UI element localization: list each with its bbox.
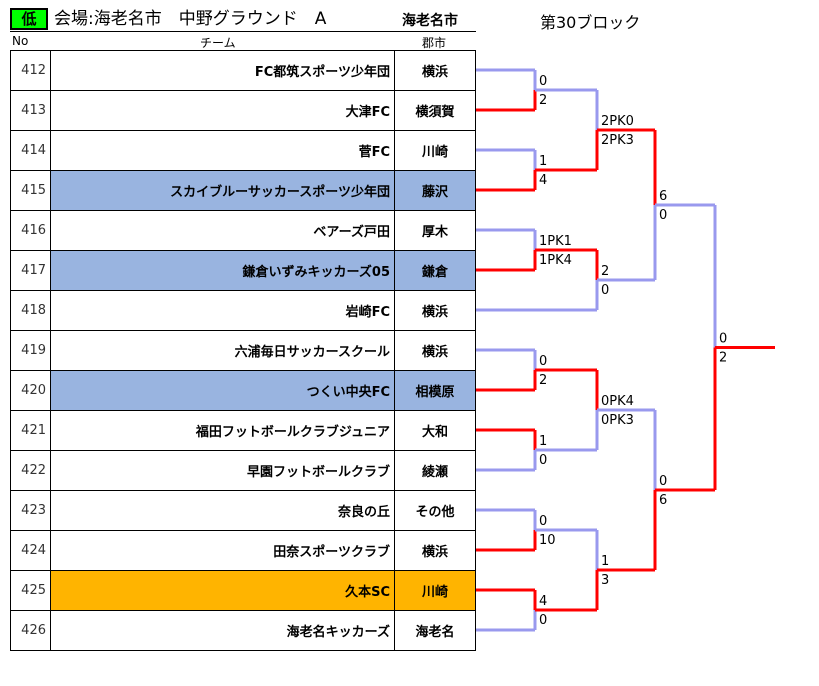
team-name: 鎌倉いずみキッカーズ05	[50, 250, 395, 291]
score-bottom: 2PK3	[601, 133, 634, 148]
column-header-no: No	[12, 34, 29, 48]
score-top: 1	[601, 554, 609, 569]
column-header-team: チーム	[200, 36, 236, 50]
score-top: 0	[539, 514, 547, 529]
team-name: つくい中央FC	[50, 370, 395, 411]
score-bottom: 1PK4	[539, 253, 572, 268]
team-city: 大和	[394, 410, 476, 451]
team-city: 厚木	[394, 210, 476, 251]
score-top: 2	[601, 264, 609, 279]
block-title: 第30ブロック	[540, 13, 641, 32]
score-top: 0	[539, 354, 547, 369]
score-top: 4	[539, 594, 547, 609]
score-bottom: 0	[539, 453, 547, 468]
score-top: 1	[539, 154, 547, 169]
score-top: 0	[539, 74, 547, 89]
team-city: 海老名	[394, 610, 476, 651]
team-name: 奈良の丘	[50, 490, 395, 531]
score-bottom: 0	[539, 613, 547, 628]
score-bottom: 3	[601, 573, 609, 588]
score-top: 0PK4	[601, 394, 634, 409]
score-top: 0	[659, 474, 667, 489]
header-divider	[10, 31, 476, 32]
team-name: ベアーズ戸田	[50, 210, 395, 251]
team-city: その他	[394, 490, 476, 531]
team-name: 六浦毎日サッカースクール	[50, 330, 395, 371]
team-number: 426	[10, 610, 51, 651]
team-number: 416	[10, 210, 51, 251]
score-bottom: 2	[539, 373, 547, 388]
score-bottom: 0	[659, 208, 667, 223]
team-city: 横浜	[394, 50, 476, 91]
level-badge: 低	[10, 8, 48, 30]
venue-city: 海老名市	[402, 13, 458, 29]
team-city: 川崎	[394, 570, 476, 611]
team-name: 大津FC	[50, 90, 395, 131]
score-top: 0	[719, 332, 727, 347]
team-city: 藤沢	[394, 170, 476, 211]
team-number: 419	[10, 330, 51, 371]
score-bottom: 0PK3	[601, 413, 634, 428]
team-number: 418	[10, 290, 51, 331]
team-city: 鎌倉	[394, 250, 476, 291]
score-bottom: 10	[539, 533, 556, 548]
score-top: 6	[659, 189, 667, 204]
team-number: 412	[10, 50, 51, 91]
score-bottom: 4	[539, 173, 547, 188]
venue-title: 会場:海老名市 中野グラウンド A	[54, 9, 327, 29]
team-number: 414	[10, 130, 51, 171]
score-top: 2PK0	[601, 114, 634, 129]
score-top: 1	[539, 434, 547, 449]
score-bottom: 2	[719, 351, 727, 366]
team-name: 久本SC	[50, 570, 395, 611]
team-name: 福田フットボールクラブジュニア	[50, 410, 395, 451]
score-bottom: 0	[601, 283, 609, 298]
team-city: 横浜	[394, 530, 476, 571]
team-name: 菅FC	[50, 130, 395, 171]
team-number: 423	[10, 490, 51, 531]
team-number: 425	[10, 570, 51, 611]
column-header-city: 郡市	[422, 36, 447, 50]
score-top: 1PK1	[539, 234, 572, 249]
team-number: 420	[10, 370, 51, 411]
team-number: 415	[10, 170, 51, 211]
score-bottom: 6	[659, 493, 667, 508]
score-bottom: 2	[539, 93, 547, 108]
team-city: 川崎	[394, 130, 476, 171]
team-city: 横浜	[394, 330, 476, 371]
team-name: スカイブルーサッカースポーツ少年団	[50, 170, 395, 211]
team-name: 海老名キッカーズ	[50, 610, 395, 651]
